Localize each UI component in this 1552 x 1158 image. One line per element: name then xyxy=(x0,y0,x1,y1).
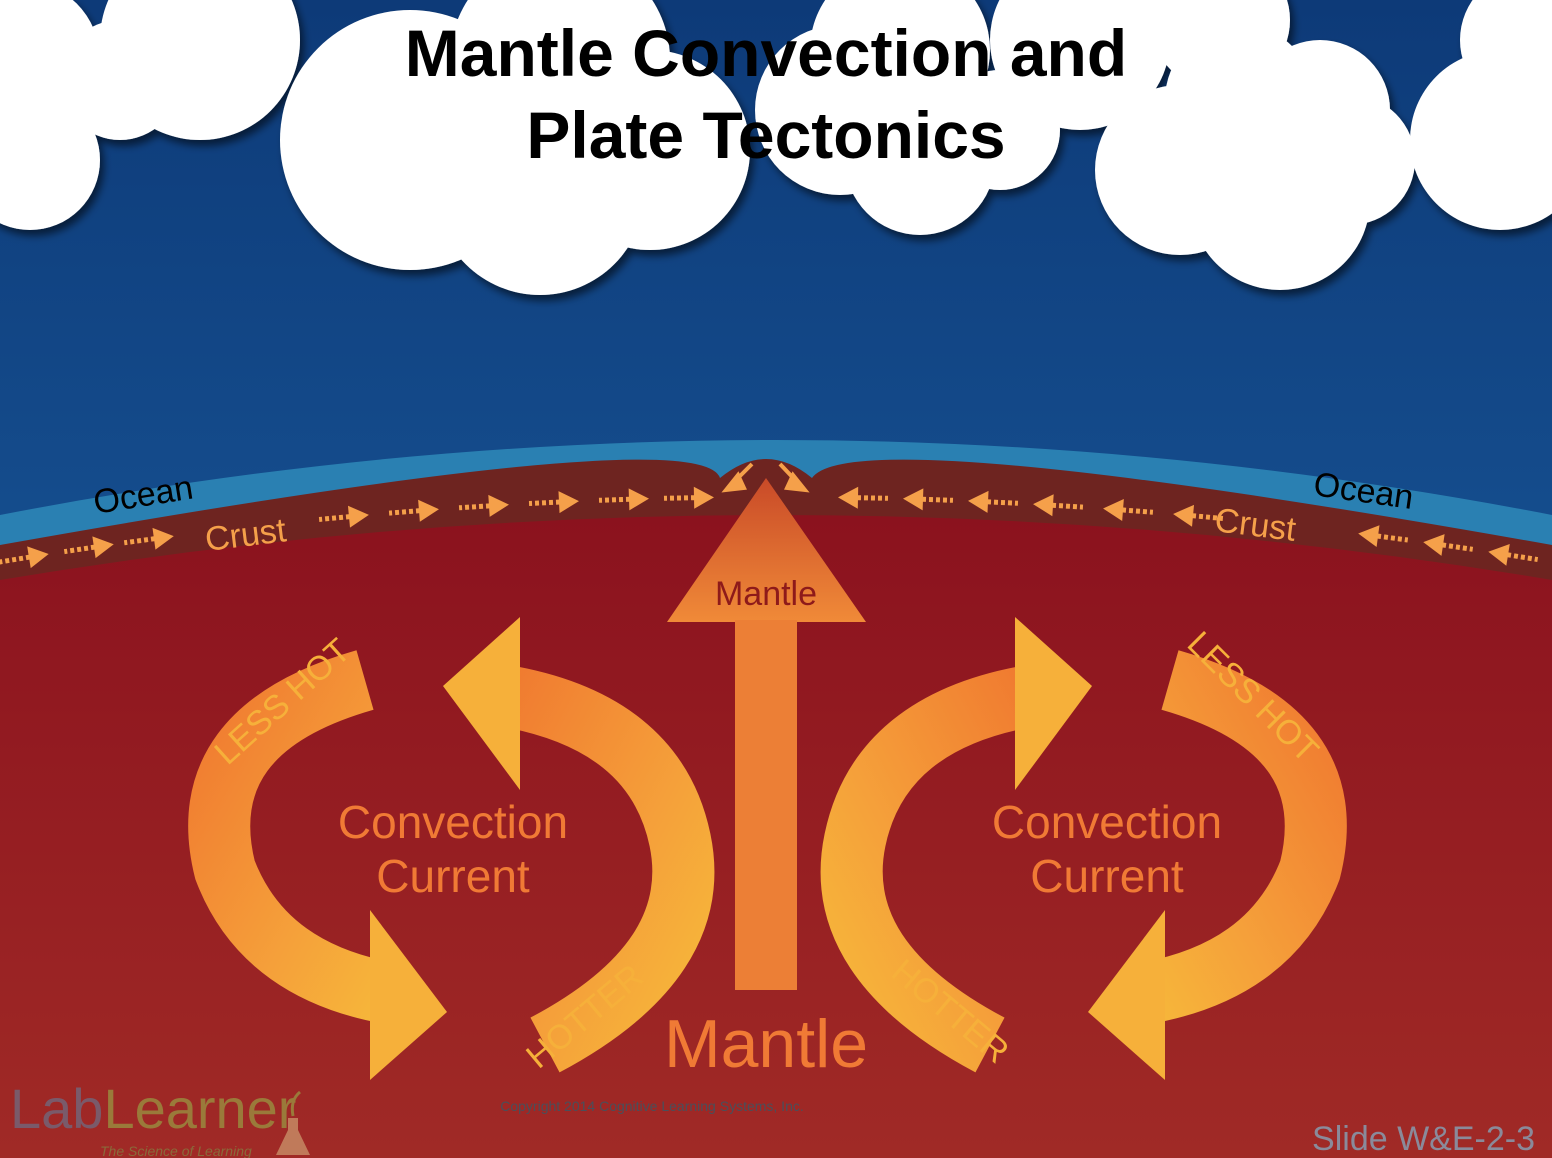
mantle-rising-arrow xyxy=(667,478,866,990)
lablearner-logo: LabLearner The Science of Learning xyxy=(10,1077,310,1158)
convection-band-inner xyxy=(820,664,1041,1073)
arrowhead-icon xyxy=(443,617,520,790)
crust-arrows xyxy=(0,486,1539,569)
arrowhead-icon xyxy=(370,910,447,1080)
sprout-icon xyxy=(290,1090,301,1117)
slide-id: Slide W&E-2-3 xyxy=(1312,1120,1535,1158)
crust-arrow-left xyxy=(0,546,49,569)
arrowhead-icon xyxy=(1088,910,1165,1080)
crust-arrow-right xyxy=(903,488,954,511)
crust-arrow-right xyxy=(1423,534,1474,556)
crust-arrow-left xyxy=(458,494,509,517)
crust-arrow-right xyxy=(1103,499,1154,521)
convection-band-outer xyxy=(188,650,405,1026)
convection-label-right-2: Current xyxy=(1030,850,1184,902)
cloud xyxy=(280,0,750,295)
convection-cell-left xyxy=(188,617,715,1080)
arrowhead-icon xyxy=(784,471,810,493)
title-line-2: Plate Tectonics xyxy=(526,98,1005,172)
clouds xyxy=(0,0,1552,295)
arrowhead-icon xyxy=(667,478,866,622)
cloud xyxy=(1410,0,1552,230)
crust-arrow-left xyxy=(528,491,579,514)
cloud xyxy=(0,0,300,230)
crust-arrow-right xyxy=(1173,504,1224,527)
convection-band-outer xyxy=(1130,650,1347,1026)
crust-arrow-left xyxy=(123,527,174,550)
mantle-arrow-label: Mantle xyxy=(715,575,817,613)
crust-arrow-right xyxy=(1358,525,1409,548)
convection-band-inner xyxy=(494,664,715,1073)
crust-arrow-left xyxy=(598,488,649,511)
convection-cell-right xyxy=(820,617,1347,1080)
arrowhead-icon xyxy=(721,471,747,493)
cloud xyxy=(755,0,1170,235)
crust-arrow-left xyxy=(63,536,114,559)
title-line-1: Mantle Convection and xyxy=(405,16,1127,90)
mantle-label: Mantle xyxy=(664,1006,868,1082)
logo-learner: Learner xyxy=(103,1077,296,1140)
arrow-shaft xyxy=(735,620,797,990)
crust-arrow-left xyxy=(663,486,714,509)
crust-arrow-right xyxy=(838,486,889,509)
crust-arrow-left xyxy=(318,505,369,528)
crust-arrow-right xyxy=(968,490,1019,513)
crust-arrow-left xyxy=(388,499,439,522)
logo-tagline: The Science of Learning xyxy=(100,1143,252,1158)
arrowhead-icon xyxy=(1015,617,1092,790)
crust-arrow-right xyxy=(1488,543,1539,566)
copyright-text: Copyright 2014 Cognitive Learning System… xyxy=(500,1098,804,1114)
cloud xyxy=(1095,0,1415,290)
ridge-arrows xyxy=(721,462,810,493)
flask-icon xyxy=(276,1118,310,1155)
convection-label-left-1: Convection xyxy=(338,796,568,848)
convection-label-right-1: Convection xyxy=(992,796,1222,848)
logo-text: LabLearner xyxy=(10,1077,296,1140)
logo-lab: Lab xyxy=(10,1077,103,1140)
crust-arrow-right xyxy=(1033,494,1084,517)
convection-label-left-2: Current xyxy=(376,850,530,902)
